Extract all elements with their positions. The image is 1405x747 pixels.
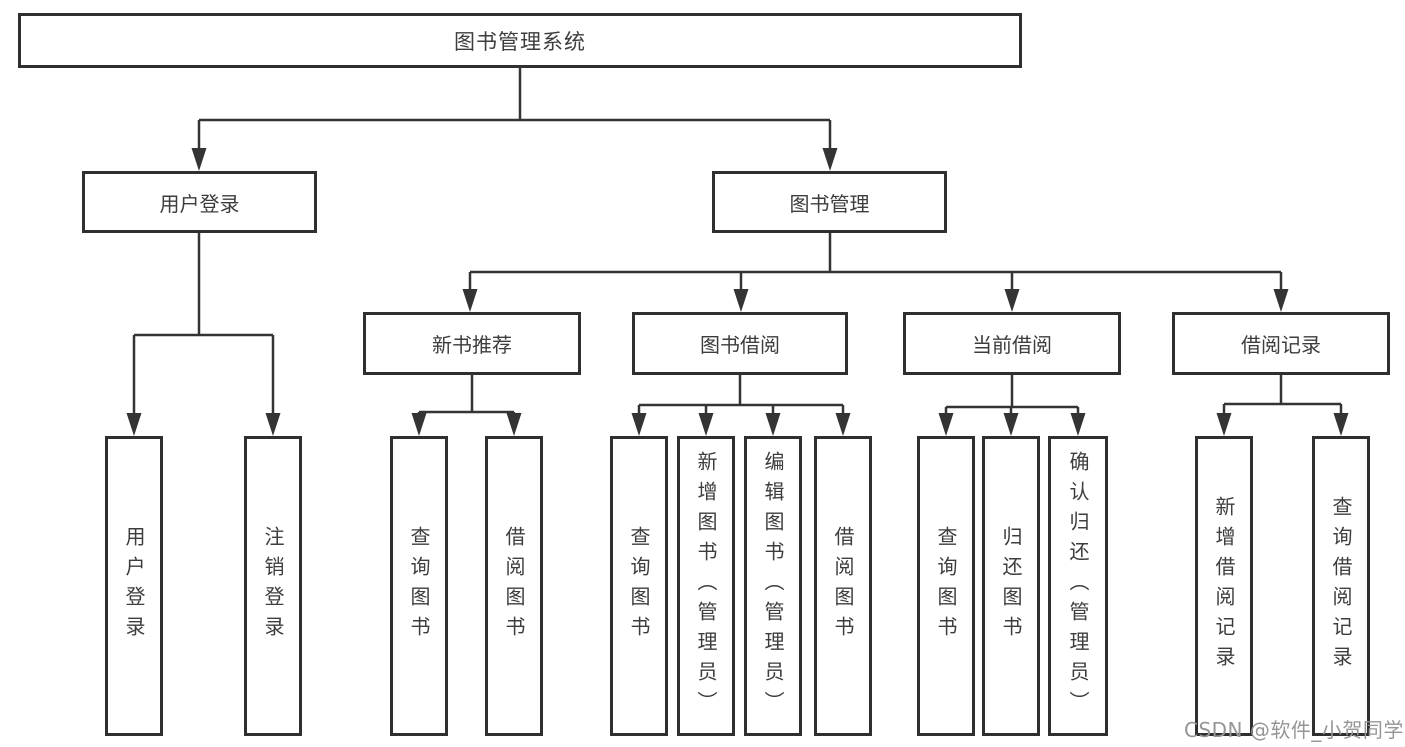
node-user-login: 用户登录 [82, 171, 317, 233]
connector-user-login-children [132, 233, 275, 417]
node-book-management-label: 图书管理 [789, 191, 870, 216]
node-user-login-label: 用户登录 [159, 191, 240, 216]
node-leaf-borrow-books: 借阅图书 [814, 436, 872, 736]
node-leaf-add-books-admin-label: 新增图书（管理员） [694, 451, 718, 721]
node-leaf-logout-label: 注销登录 [261, 526, 285, 646]
node-leaf-confirm-return-admin: 确认归还（管理员） [1048, 436, 1108, 736]
node-book-borrow: 图书借阅 [632, 312, 848, 375]
node-leaf-borrow-books-recommend: 借阅图书 [485, 436, 543, 736]
node-system-root: 图书管理系统 [18, 13, 1022, 68]
node-leaf-query-borrow-record-label: 查询借阅记录 [1329, 496, 1353, 676]
node-leaf-query-books-current: 查询图书 [917, 436, 975, 736]
node-leaf-user-login: 用户登录 [105, 436, 163, 736]
connector-book-borrow-children [637, 375, 845, 418]
node-leaf-edit-books-admin: 编辑图书（管理员） [744, 436, 802, 736]
connector-current-borrow-children [944, 375, 1080, 418]
node-system-root-label: 图书管理系统 [454, 29, 586, 54]
node-leaf-query-borrow-record: 查询借阅记录 [1312, 436, 1370, 736]
node-current-borrow: 当前借阅 [903, 312, 1121, 375]
node-book-borrow-label: 图书借阅 [700, 333, 780, 357]
node-new-book-recommend: 新书推荐 [363, 312, 581, 375]
node-book-management: 图书管理 [712, 171, 947, 233]
node-leaf-add-borrow-record: 新增借阅记录 [1195, 436, 1253, 736]
connector-new-book-children [417, 375, 516, 418]
connector-book-mgmt-children [468, 233, 1283, 291]
node-leaf-borrow-books-label: 借阅图书 [831, 526, 855, 646]
node-leaf-add-borrow-record-label: 新增借阅记录 [1212, 496, 1236, 676]
node-current-borrow-label: 当前借阅 [972, 333, 1052, 357]
node-leaf-return-books-label: 归还图书 [999, 526, 1023, 646]
node-leaf-borrow-books-recommend-label: 借阅图书 [502, 526, 526, 646]
node-new-book-recommend-label: 新书推荐 [432, 333, 512, 357]
node-leaf-query-books-borrow: 查询图书 [610, 436, 668, 736]
connector-root-to-level2 [197, 67, 832, 151]
node-leaf-user-login-label: 用户登录 [122, 526, 146, 646]
node-leaf-query-books-recommend: 查询图书 [390, 436, 448, 736]
node-leaf-add-books-admin: 新增图书（管理员） [677, 436, 735, 736]
connector-borrow-records-children [1222, 375, 1343, 418]
node-leaf-query-books-current-label: 查询图书 [934, 526, 958, 646]
node-leaf-logout: 注销登录 [244, 436, 302, 736]
node-borrow-records: 借阅记录 [1172, 312, 1390, 375]
node-leaf-confirm-return-admin-label: 确认归还（管理员） [1066, 451, 1090, 721]
node-leaf-edit-books-admin-label: 编辑图书（管理员） [761, 451, 785, 721]
node-leaf-query-books-borrow-label: 查询图书 [627, 526, 651, 646]
arrowhead-markers [126, 148, 1349, 436]
node-leaf-query-books-recommend-label: 查询图书 [407, 526, 431, 646]
node-borrow-records-label: 借阅记录 [1241, 333, 1321, 357]
node-leaf-return-books: 归还图书 [982, 436, 1040, 736]
csdn-watermark: CSDN @软件_小贺同学 [1184, 718, 1404, 742]
